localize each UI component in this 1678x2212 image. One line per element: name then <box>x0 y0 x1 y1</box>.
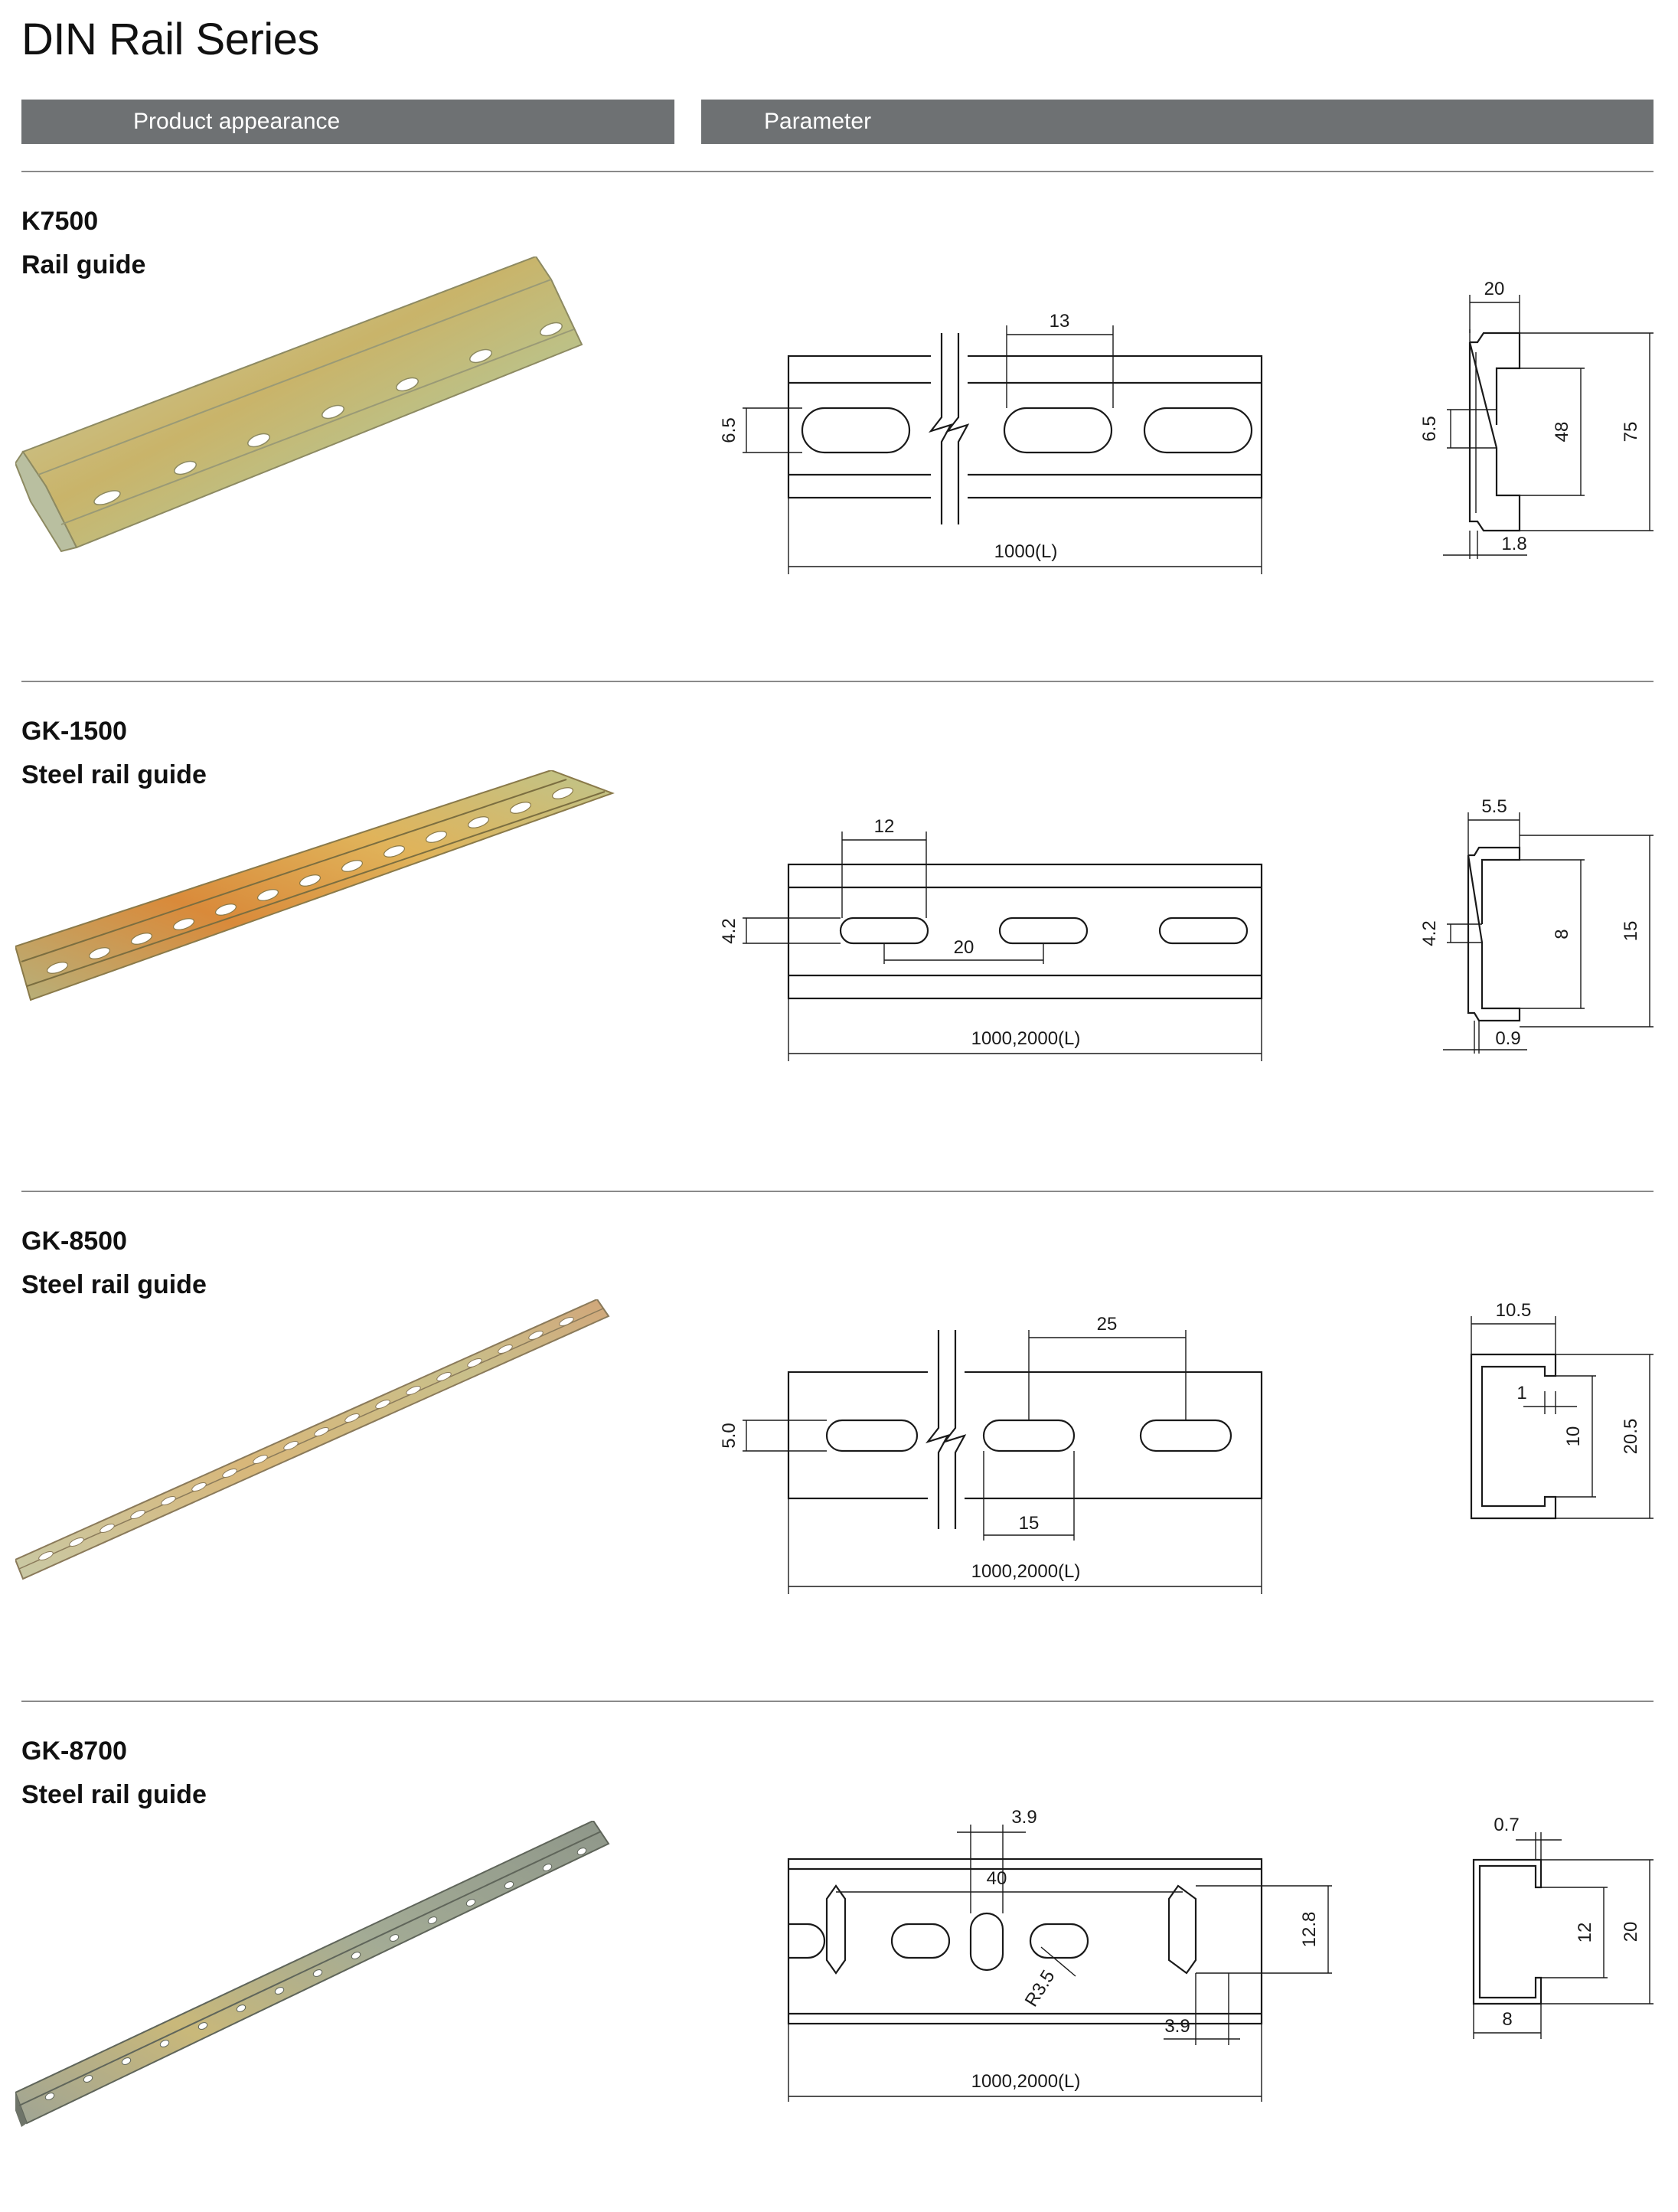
front-view-drawing: 12 4.2 20 1000,2000(L) <box>719 816 1263 1061</box>
product-section-k7500: K7500 Rail guide <box>0 172 1678 682</box>
front-view-drawing: 25 5.0 15 1000,2000(L) <box>719 1315 1263 1594</box>
product-model: K7500 <box>21 207 99 236</box>
dim-pitch: 20 <box>954 937 974 958</box>
rail-photo <box>15 770 615 1001</box>
dim-slot-width: 5.0 <box>719 1423 739 1448</box>
dim-slot-width: 6.5 <box>719 417 739 443</box>
dim-radius: R3.5 <box>1021 1966 1059 2010</box>
dim-slot-width: 4.2 <box>719 918 739 943</box>
dim-thickness: 0.9 <box>1495 1028 1520 1049</box>
rail-photo <box>15 1299 610 1580</box>
dim-slot: 6.5 <box>1419 416 1440 441</box>
product-model: GK-1500 <box>21 717 127 746</box>
product-description: Steel rail guide <box>21 1270 207 1299</box>
dim-pitch: 13 <box>1050 311 1070 332</box>
product-section-gk-1500: GK-1500 Steel rail guide <box>0 682 1678 1192</box>
product-description: Steel rail guide <box>21 1780 207 1809</box>
product-description: Rail guide <box>21 250 146 279</box>
product-model: GK-8500 <box>21 1227 127 1256</box>
dim-height: 75 <box>1621 422 1641 443</box>
section-divider <box>21 171 1654 172</box>
dim-thickness: 0.7 <box>1494 1815 1519 1835</box>
dim-edge: 3.9 <box>1164 2016 1190 2037</box>
dim-flange: 20 <box>1484 279 1505 299</box>
product-section-gk-8700: GK-8700 Steel rail guide <box>0 1702 1678 2212</box>
section-divider <box>21 1701 1654 1702</box>
dim-length: 1000(L) <box>994 541 1058 562</box>
section-divider <box>21 681 1654 682</box>
dim-width: 10.5 <box>1496 1300 1532 1321</box>
dim-length: 1000,2000(L) <box>971 1028 1081 1049</box>
profile-drawing: 0.7 12 20 8 <box>1472 1815 1654 2039</box>
dim-height: 20 <box>1621 1922 1641 1942</box>
dim-flange: 5.5 <box>1481 796 1507 817</box>
dim-slot-length: 12 <box>874 816 895 837</box>
dim-inner-height: 12 <box>1575 1923 1595 1943</box>
dim-slot: 4.2 <box>1419 920 1440 946</box>
front-view-drawing: 3.9 40 R3.5 12.8 3.9 1000,2000(L) <box>787 1807 1332 2102</box>
dim-pitch: 25 <box>1097 1315 1118 1335</box>
dim-hole-height: 12.8 <box>1299 1912 1320 1948</box>
profile-drawing: 5.5 4.2 8 15 0.9 <box>1419 796 1654 1054</box>
dim-inner-height: 48 <box>1552 422 1572 443</box>
product-section-gk-8500: GK-8500 Steel rail guide <box>0 1192 1678 1702</box>
dim-inner-height: 8 <box>1552 929 1572 939</box>
front-view-drawing: 13 6.5 1000(L) <box>719 311 1263 574</box>
page-title: DIN Rail Series <box>21 15 319 64</box>
dim-length: 1000,2000(L) <box>971 2071 1081 2092</box>
dim-width: 8 <box>1502 2009 1512 2030</box>
dim-pitch: 40 <box>987 1868 1007 1889</box>
product-description: Steel rail guide <box>21 760 207 789</box>
dim-inner-height: 10 <box>1563 1426 1584 1447</box>
dim-length: 1000,2000(L) <box>971 1561 1081 1582</box>
dim-slot-length: 15 <box>1019 1513 1040 1534</box>
product-appearance-header: Product appearance <box>21 100 674 144</box>
profile-drawing: 10.5 1 10 20.5 <box>1470 1300 1654 1520</box>
profile-drawing: 20 6.5 48 75 1.8 <box>1419 279 1654 559</box>
section-divider <box>21 1191 1654 1192</box>
dim-lip: 1 <box>1516 1383 1526 1403</box>
dim-hole-width: 3.9 <box>1011 1807 1037 1828</box>
rail-photo <box>15 1821 610 2127</box>
dim-thickness: 1.8 <box>1501 534 1526 554</box>
dim-height: 15 <box>1621 921 1641 942</box>
parameter-header: Parameter <box>701 100 1654 144</box>
rail-photo <box>15 256 583 553</box>
product-model: GK-8700 <box>21 1737 127 1766</box>
dim-height: 20.5 <box>1621 1419 1641 1455</box>
